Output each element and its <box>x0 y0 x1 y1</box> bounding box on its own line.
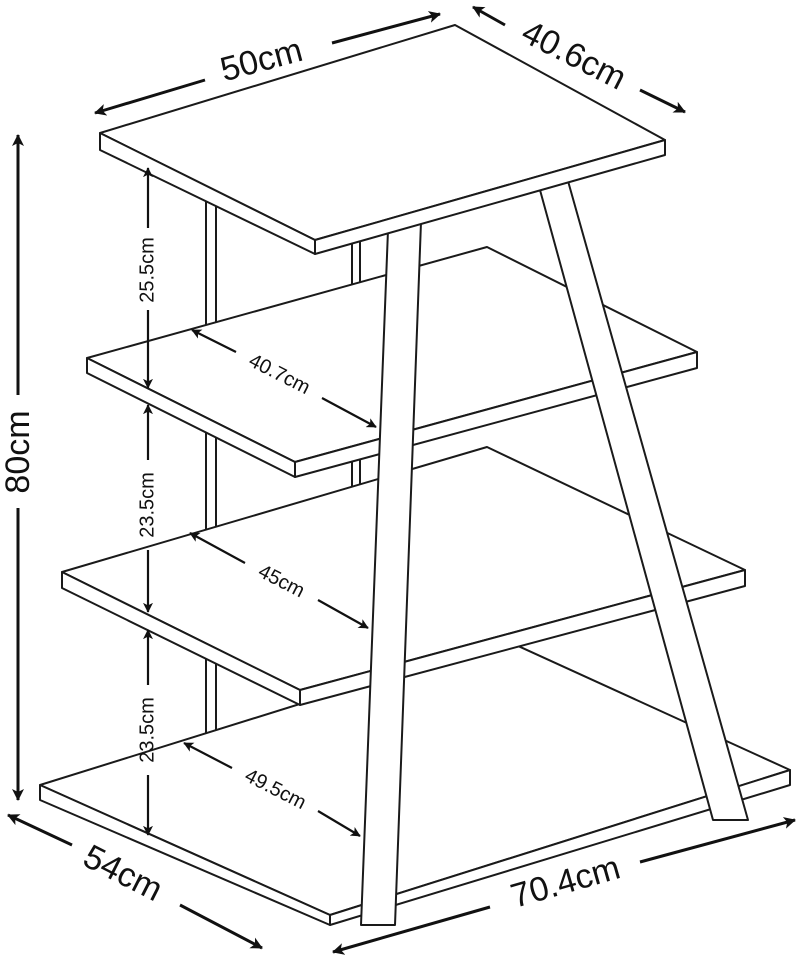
dim-gap-upper: 25.5cm <box>136 167 158 389</box>
shelf-top <box>99 24 666 255</box>
dim-gap-lower: 23.5cm <box>136 629 158 836</box>
label-gap-lower: 23.5cm <box>136 697 158 763</box>
dim-gap-middle: 23.5cm <box>136 404 158 613</box>
label-gap-upper: 25.5cm <box>136 237 158 303</box>
dim-total-height: 80cm <box>0 134 37 801</box>
label-total-height: 80cm <box>0 410 37 493</box>
label-gap-middle: 23.5cm <box>136 472 158 538</box>
